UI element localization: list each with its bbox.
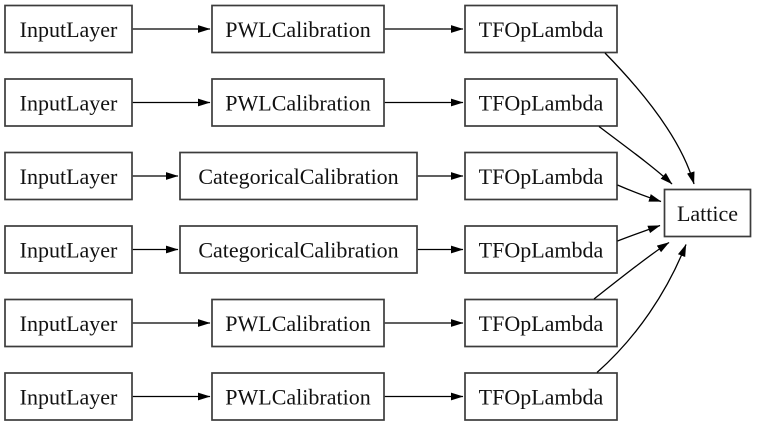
node-categorical-calibration-4: [179, 225, 418, 274]
node-pwl-calibration-6-label: PWLCalibration: [225, 385, 370, 410]
node-input-layer-2-label: InputLayer: [20, 91, 118, 116]
node-input-layer-6-label: InputLayer: [20, 385, 118, 410]
node-pwl-calibration-2: [211, 78, 385, 127]
node-input-layer-4-label: InputLayer: [20, 238, 118, 263]
node-input-layer-1-label: InputLayer: [20, 17, 118, 42]
node-input-layer-4: [4, 225, 133, 274]
node-pwl-calibration-5: [211, 298, 385, 348]
node-pwl-calibration-1: [211, 4, 385, 54]
node-pwl-calibration-6: [211, 372, 385, 421]
node-categorical-calibration-3: [179, 151, 418, 201]
edge-lambda-to-lattice-5: [593, 241, 670, 300]
node-pwl-calibration-1-label: PWLCalibration: [225, 17, 370, 42]
node-pwl-calibration-2-label: PWLCalibration: [225, 91, 370, 116]
edge-lambda-to-lattice-6: [596, 244, 687, 373]
node-tf-op-lambda-2-label: TFOpLambda: [479, 91, 604, 116]
node-tf-op-lambda-1: [464, 4, 618, 54]
node-input-layer-3: [4, 151, 133, 201]
node-tf-op-lambda-4: [464, 225, 618, 274]
node-lattice-label: Lattice: [677, 201, 738, 226]
edge-lambda-to-lattice-1: [604, 52, 695, 185]
node-input-layer-3-label: InputLayer: [20, 164, 118, 189]
node-tf-op-lambda-3: [464, 151, 618, 201]
node-input-layer-5-label: InputLayer: [20, 311, 118, 336]
edge-lambda-to-lattice-4: [617, 224, 661, 242]
node-pwl-calibration-5-label: PWLCalibration: [225, 311, 370, 336]
node-input-layer-5: [4, 298, 133, 348]
node-tf-op-lambda-5: [464, 298, 618, 348]
node-tf-op-lambda-6: [464, 372, 618, 421]
node-tf-op-lambda-3-label: TFOpLambda: [479, 164, 604, 189]
node-input-layer-1: [4, 4, 133, 54]
node-categorical-calibration-4-label: CategoricalCalibration: [198, 238, 398, 263]
node-categorical-calibration-3-label: CategoricalCalibration: [198, 164, 398, 189]
node-tf-op-lambda-4-label: TFOpLambda: [479, 238, 604, 263]
node-input-layer-2: [4, 78, 133, 127]
node-tf-op-lambda-5-label: TFOpLambda: [479, 311, 604, 336]
node-tf-op-lambda-1-label: TFOpLambda: [479, 17, 604, 42]
node-lattice: [663, 188, 752, 238]
edge-lambda-to-lattice-2: [598, 125, 673, 185]
node-input-layer-6: [4, 372, 133, 421]
node-tf-op-lambda-6-label: TFOpLambda: [479, 385, 604, 410]
edge-lambda-to-lattice-3: [617, 184, 662, 203]
node-tf-op-lambda-2: [464, 78, 618, 127]
